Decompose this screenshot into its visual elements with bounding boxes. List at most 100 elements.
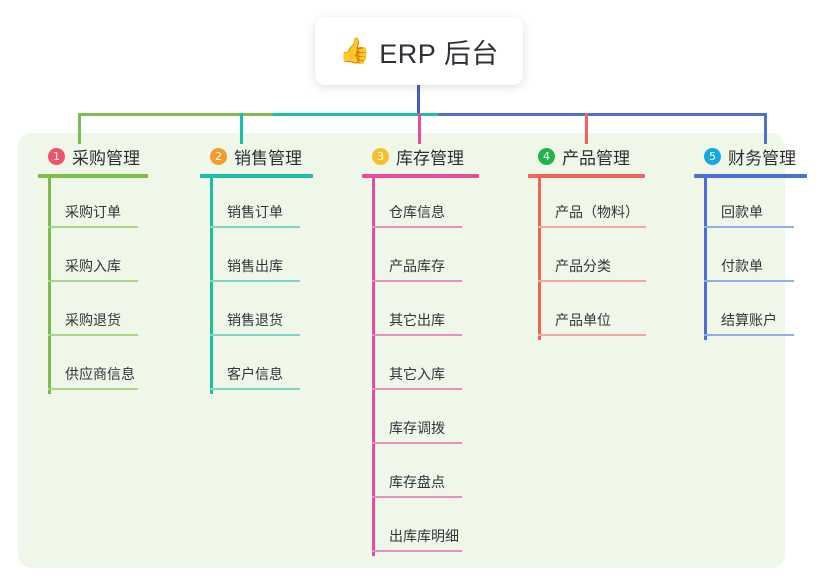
leaf-label: 采购入库 bbox=[65, 258, 121, 274]
bus-segment-3 bbox=[438, 113, 767, 116]
leaf-item[interactable]: 其它入库 bbox=[362, 340, 512, 394]
leaf-label: 仓库信息 bbox=[389, 204, 445, 220]
root-title: ERP 后台 bbox=[379, 38, 499, 69]
leaf-label: 产品分类 bbox=[555, 258, 611, 274]
leaf-item[interactable]: 销售出库 bbox=[200, 232, 350, 286]
number-badge-1: 1 bbox=[48, 148, 65, 165]
leaf-underline bbox=[372, 496, 462, 498]
leaf-list: 仓库信息产品库存其它出库其它入库库存调拨库存盘点出库库明细 bbox=[362, 178, 512, 556]
leaf-label: 结算账户 bbox=[721, 312, 777, 328]
leaf-label: 产品（物料） bbox=[555, 204, 639, 220]
leaf-underline bbox=[372, 226, 462, 228]
branch-header-1[interactable]: 1 采购管理 bbox=[38, 144, 188, 169]
leaf-list: 采购订单采购入库采购退货供应商信息 bbox=[38, 178, 188, 394]
leaf-item[interactable]: 采购退货 bbox=[38, 286, 188, 340]
leaf-item[interactable]: 产品单位 bbox=[528, 286, 678, 340]
leaf-underline bbox=[704, 226, 794, 228]
leaf-underline bbox=[48, 280, 138, 282]
branch-title: 采购管理 bbox=[72, 149, 140, 168]
drop-connector-4 bbox=[585, 113, 588, 144]
leaf-underline bbox=[704, 280, 794, 282]
leaf-underline bbox=[48, 334, 138, 336]
bus-segment-1 bbox=[78, 113, 273, 116]
leaf-item[interactable]: 采购订单 bbox=[38, 178, 188, 232]
number-badge-2: 2 bbox=[210, 148, 227, 165]
branch-header-2[interactable]: 2 销售管理 bbox=[200, 144, 350, 169]
leaf-underline bbox=[48, 388, 138, 390]
branch-title: 产品管理 bbox=[562, 149, 630, 168]
leaf-list: 回款单付款单结算账户 bbox=[694, 178, 839, 340]
leaf-item[interactable]: 供应商信息 bbox=[38, 340, 188, 394]
branch-title: 销售管理 bbox=[234, 149, 302, 168]
leaf-spine bbox=[538, 178, 541, 340]
leaf-label: 客户信息 bbox=[227, 366, 283, 382]
leaf-underline bbox=[372, 388, 462, 390]
leaf-underline bbox=[538, 334, 646, 336]
leaf-item[interactable]: 结算账户 bbox=[694, 286, 839, 340]
bus-segment-2 bbox=[273, 113, 438, 116]
branch-header-4[interactable]: 4 产品管理 bbox=[528, 144, 678, 169]
leaf-label: 销售订单 bbox=[227, 204, 283, 220]
leaf-underline bbox=[210, 226, 300, 228]
drop-connector-3 bbox=[418, 113, 421, 144]
leaf-underline bbox=[372, 280, 462, 282]
leaf-label: 供应商信息 bbox=[65, 366, 135, 382]
leaf-underline bbox=[48, 226, 138, 228]
leaf-label: 产品单位 bbox=[555, 312, 611, 328]
branch-title: 财务管理 bbox=[728, 149, 796, 168]
drop-connector-1 bbox=[78, 113, 81, 144]
leaf-list: 销售订单销售出库销售退货客户信息 bbox=[200, 178, 350, 394]
leaf-item[interactable]: 销售订单 bbox=[200, 178, 350, 232]
leaf-item[interactable]: 产品库存 bbox=[362, 232, 512, 286]
leaf-item[interactable]: 付款单 bbox=[694, 232, 839, 286]
leaf-label: 出库库明细 bbox=[389, 528, 459, 544]
number-badge-3: 3 bbox=[372, 148, 389, 165]
number-badge-5: 5 bbox=[704, 148, 721, 165]
leaf-item[interactable]: 其它出库 bbox=[362, 286, 512, 340]
leaf-label: 产品库存 bbox=[389, 258, 445, 274]
leaf-item[interactable]: 客户信息 bbox=[200, 340, 350, 394]
leaf-label: 销售出库 bbox=[227, 258, 283, 274]
leaf-underline bbox=[210, 280, 300, 282]
leaf-label: 付款单 bbox=[721, 258, 763, 274]
branch-underline bbox=[200, 174, 313, 178]
branch-underline bbox=[38, 174, 148, 178]
branch-column-4: 4 产品管理产品（物料） 产品分类产品单位 bbox=[528, 144, 678, 340]
leaf-label: 采购退货 bbox=[65, 312, 121, 328]
branch-column-5: 5 财务管理回款单付款单结算账户 bbox=[694, 144, 839, 340]
leaf-item[interactable]: 仓库信息 bbox=[362, 178, 512, 232]
thumbs-up-icon: 👍 bbox=[339, 36, 371, 65]
number-badge-4: 4 bbox=[538, 148, 555, 165]
leaf-underline bbox=[372, 334, 462, 336]
leaf-label: 回款单 bbox=[721, 204, 763, 220]
leaf-underline bbox=[210, 334, 300, 336]
branch-underline bbox=[362, 174, 479, 178]
branch-underline bbox=[694, 174, 807, 178]
leaf-item[interactable]: 销售退货 bbox=[200, 286, 350, 340]
leaf-item[interactable]: 库存调拨 bbox=[362, 394, 512, 448]
leaf-item[interactable]: 库存盘点 bbox=[362, 448, 512, 502]
leaf-label: 其它入库 bbox=[389, 366, 445, 382]
branch-underline bbox=[528, 174, 645, 178]
root-stem-connector bbox=[417, 85, 420, 113]
leaf-label: 其它出库 bbox=[389, 312, 445, 328]
leaf-underline bbox=[704, 334, 794, 336]
leaf-item[interactable]: 回款单 bbox=[694, 178, 839, 232]
leaf-item[interactable]: 产品（物料） bbox=[528, 178, 678, 232]
leaf-item[interactable]: 采购入库 bbox=[38, 232, 188, 286]
leaf-item[interactable]: 出库库明细 bbox=[362, 502, 512, 556]
leaf-label: 采购订单 bbox=[65, 204, 121, 220]
leaf-label: 库存调拨 bbox=[389, 420, 445, 436]
leaf-spine bbox=[704, 178, 707, 340]
branch-column-1: 1 采购管理采购订单采购入库采购退货供应商信息 bbox=[38, 144, 188, 394]
root-node[interactable]: 👍 ERP 后台 bbox=[315, 17, 523, 85]
branch-header-5[interactable]: 5 财务管理 bbox=[694, 144, 839, 169]
leaf-label: 销售退货 bbox=[227, 312, 283, 328]
diagram-panel bbox=[18, 133, 785, 568]
leaf-label: 库存盘点 bbox=[389, 474, 445, 490]
leaf-underline bbox=[538, 226, 646, 228]
leaf-item[interactable]: 产品分类 bbox=[528, 232, 678, 286]
